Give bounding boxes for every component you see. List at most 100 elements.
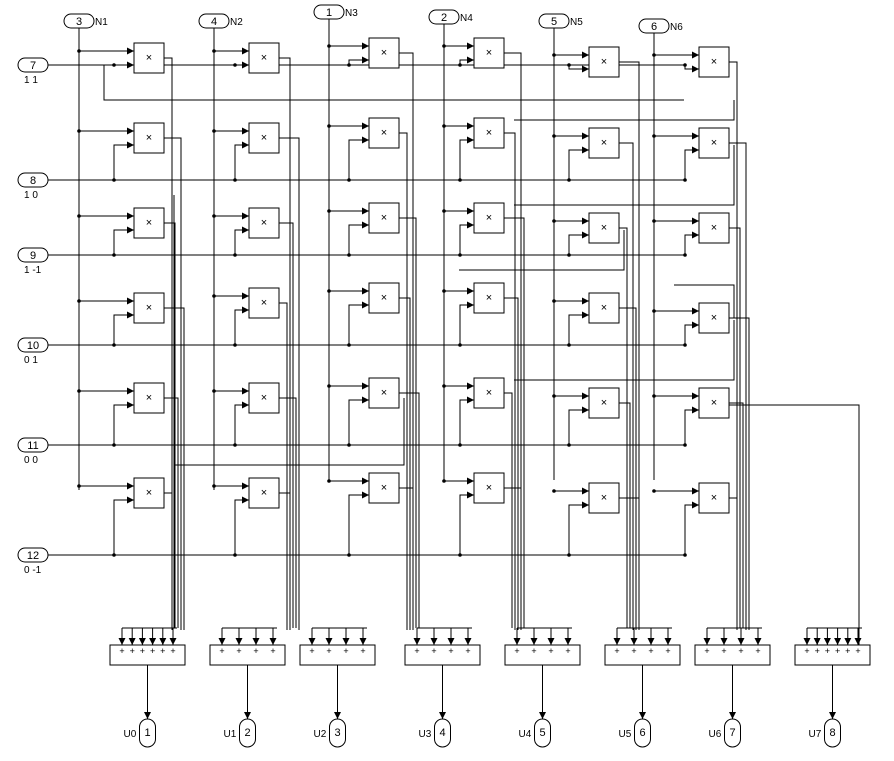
product-block[interactable] <box>698 302 730 334</box>
outport-7[interactable] <box>724 718 741 748</box>
product-symbol: × <box>486 292 492 304</box>
outport-6[interactable] <box>634 718 651 748</box>
branch-point <box>327 289 331 293</box>
sum-sign: + <box>665 646 670 656</box>
signal-line <box>568 406 589 445</box>
sum-block[interactable] <box>694 644 771 666</box>
sum-sign: + <box>160 646 165 656</box>
inport-6[interactable] <box>638 18 670 34</box>
outport-2[interactable] <box>239 718 256 748</box>
sum-block[interactable] <box>209 644 286 666</box>
product-block[interactable] <box>473 202 505 234</box>
branch-point <box>233 63 237 67</box>
product-symbol: × <box>261 297 267 309</box>
signal-line <box>568 231 589 255</box>
branch-point <box>347 343 351 347</box>
inport-3[interactable] <box>63 13 95 29</box>
product-block[interactable] <box>248 122 280 154</box>
sum-sign: + <box>431 646 436 656</box>
outport-8[interactable] <box>824 718 841 748</box>
product-block[interactable] <box>133 122 165 154</box>
sum-block[interactable] <box>604 644 681 666</box>
branch-point <box>442 289 446 293</box>
branch-point <box>212 49 216 53</box>
inport-8[interactable] <box>17 172 49 188</box>
product-block[interactable] <box>248 207 280 239</box>
product-block[interactable] <box>248 42 280 74</box>
product-block[interactable] <box>133 382 165 414</box>
sum-block[interactable] <box>794 644 871 666</box>
product-block[interactable] <box>588 212 620 244</box>
product-block[interactable] <box>133 477 165 509</box>
product-block[interactable] <box>698 127 730 159</box>
branch-point <box>683 63 687 67</box>
sum-block[interactable] <box>504 644 581 666</box>
product-block[interactable] <box>368 202 400 234</box>
inport-11[interactable] <box>17 437 49 453</box>
sum-block[interactable] <box>299 644 376 666</box>
branch-point <box>347 178 351 182</box>
signal-line <box>348 491 369 555</box>
product-block[interactable] <box>588 127 620 159</box>
product-block[interactable] <box>473 117 505 149</box>
product-block[interactable] <box>133 207 165 239</box>
product-block[interactable] <box>368 377 400 409</box>
product-block[interactable] <box>368 37 400 69</box>
product-symbol: × <box>261 217 267 229</box>
product-block[interactable] <box>473 472 505 504</box>
branch-point <box>112 178 116 182</box>
signal-line <box>684 65 699 73</box>
branch-point <box>112 553 116 557</box>
inport-2[interactable] <box>428 9 460 25</box>
product-block[interactable] <box>473 37 505 69</box>
signal-line <box>568 146 589 180</box>
inport-label: N1 <box>95 17 108 28</box>
product-symbol: × <box>601 222 607 234</box>
product-block[interactable] <box>698 212 730 244</box>
inport-7[interactable] <box>17 57 49 73</box>
product-block[interactable] <box>698 387 730 419</box>
signal-line <box>459 491 474 555</box>
outport-1[interactable] <box>139 718 156 748</box>
sum-sign: + <box>236 646 241 656</box>
inport-4[interactable] <box>198 13 230 29</box>
inport-9[interactable] <box>17 247 49 263</box>
product-block[interactable] <box>368 282 400 314</box>
product-block[interactable] <box>698 46 730 78</box>
product-block[interactable] <box>588 482 620 514</box>
inport-5[interactable] <box>538 13 570 29</box>
sum-sign: + <box>548 646 553 656</box>
signal-line <box>279 302 288 630</box>
product-block[interactable] <box>588 387 620 419</box>
outport-3[interactable] <box>329 718 346 748</box>
inport-number: 2 <box>441 12 447 24</box>
product-block[interactable] <box>248 477 280 509</box>
product-block[interactable] <box>133 42 165 74</box>
product-block[interactable] <box>248 382 280 414</box>
outport-5[interactable] <box>534 718 551 748</box>
branch-point <box>233 553 237 557</box>
outport-number: 8 <box>829 727 835 739</box>
product-block[interactable] <box>368 472 400 504</box>
product-block[interactable] <box>133 292 165 324</box>
signal-line <box>684 231 699 255</box>
inport-10[interactable] <box>17 337 49 353</box>
product-block[interactable] <box>248 287 280 319</box>
product-symbol: × <box>261 132 267 144</box>
sum-block[interactable] <box>109 644 186 666</box>
product-block[interactable] <box>473 282 505 314</box>
inport-12[interactable] <box>17 547 49 563</box>
signal-line <box>164 307 185 630</box>
product-block[interactable] <box>473 377 505 409</box>
product-block[interactable] <box>588 292 620 324</box>
signal-line <box>279 57 291 628</box>
inport-1[interactable] <box>313 4 345 20</box>
product-block[interactable] <box>368 117 400 149</box>
outport-4[interactable] <box>434 718 451 748</box>
sum-block[interactable] <box>404 644 481 666</box>
product-block[interactable] <box>588 46 620 78</box>
branch-point <box>347 63 351 67</box>
product-block[interactable] <box>698 482 730 514</box>
signal-line <box>113 141 134 180</box>
product-symbol: × <box>381 47 387 59</box>
